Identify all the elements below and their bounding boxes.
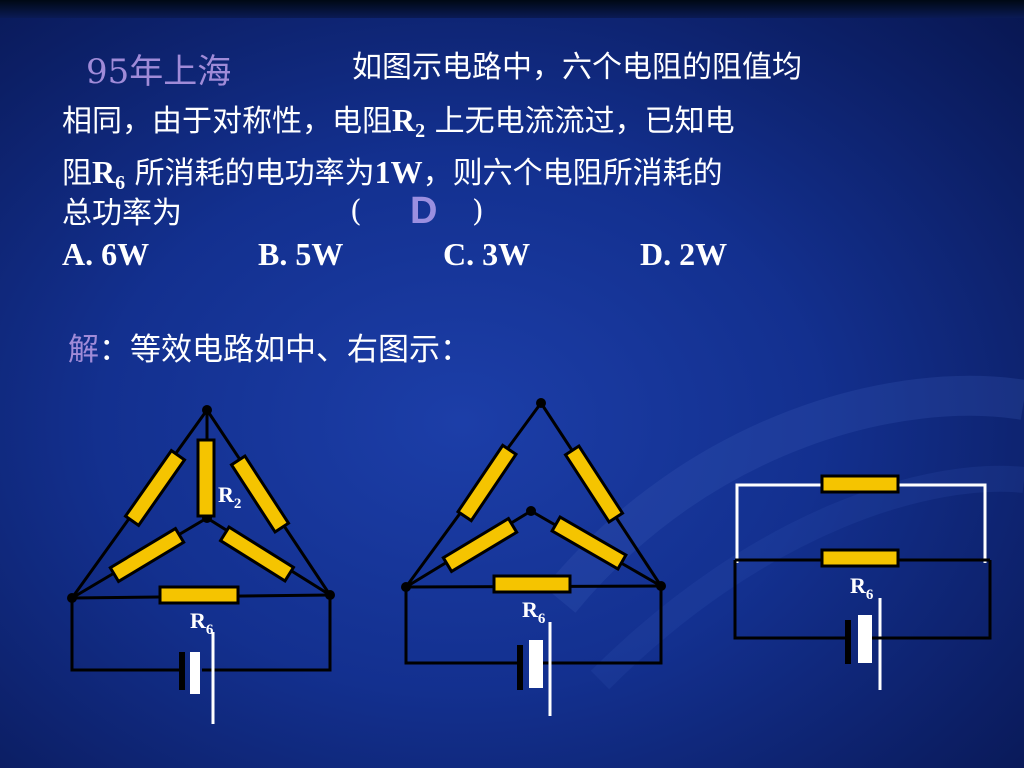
solution-line: 解：等效电路如中、右图示： (68, 324, 471, 369)
circuit-diagram-1: R2 R6 (67, 405, 335, 724)
diagram-2-node-top (536, 398, 546, 408)
paren-close: ) (472, 194, 484, 229)
solution-key: 解 (68, 332, 99, 368)
diagram-2-battery-plate (529, 640, 543, 688)
top-bar (0, 0, 1024, 18)
diagram-1-resistor-r2 (196, 438, 216, 518)
answer-letter: D (410, 190, 438, 232)
diagram-2-resistor-inner-right (550, 515, 628, 571)
question-line-4: 总功率为 (62, 196, 182, 231)
option-a: A. 6W (62, 236, 150, 272)
diagram-1-node-right (325, 590, 335, 600)
diagram-3-battery-plate (858, 615, 872, 663)
circuit-diagram-2: R6 (401, 398, 666, 716)
diagram-1-resistor-inner-right (218, 525, 296, 583)
option-b: B. 5W (258, 236, 344, 272)
diagram-2-label-r6: R6 (522, 597, 546, 627)
option-d: D. 2W (640, 236, 728, 272)
diagram-1-label-r2: R2 (218, 482, 241, 512)
diagram-1-node-left (67, 593, 77, 603)
source-label: 95年上海 (86, 52, 232, 92)
power-value: 1W (374, 154, 423, 190)
diagram-1-resistor-right (229, 454, 291, 534)
question-line-2: 相同，由于对称性，电阻R2 上无电流流过，已知电 (62, 102, 735, 142)
question-line-3: 阻R6 所消耗的电功率为1W，则六个电阻所消耗的 (62, 154, 723, 194)
option-c: C. 3W (443, 236, 531, 272)
diagram-2-resistor-inner-left (441, 516, 519, 574)
diagram-1-resistor-left (123, 448, 187, 528)
diagram-2-resistor-left (455, 443, 519, 523)
paren-open: ( (350, 194, 362, 229)
solution-text: ：等效电路如中、右图示： (99, 332, 471, 368)
diagram-2-resistor-right (563, 444, 625, 524)
r6-symbol: R6 (92, 154, 126, 194)
diagram-1-label-r6: R6 (190, 608, 214, 638)
r2-symbol: R2 (392, 102, 426, 142)
diagram-1-battery-plate (190, 652, 200, 694)
diagram-3-resistor-r6 (820, 548, 900, 568)
diagram-2-node-left (401, 582, 411, 592)
diagram-2-node-center (526, 506, 536, 516)
diagram-1-resistor-inner-left (108, 526, 186, 584)
diagram-2-resistor-r6 (492, 574, 572, 594)
circuit-diagram-3: R6 (733, 474, 992, 690)
diagram-2-node-right (656, 581, 666, 591)
diagram-3-label-r6: R6 (850, 573, 874, 603)
diagram-3-resistor-top (820, 474, 900, 494)
diagram-1-node-top (202, 405, 212, 415)
question-line-1: 如图示电路中，六个电阻的阻值均 (352, 50, 802, 85)
diagram-1-resistor-r6 (158, 585, 240, 605)
